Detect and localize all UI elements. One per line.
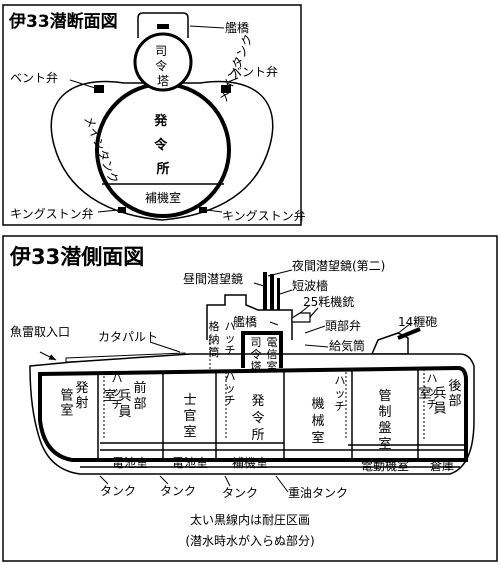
- day-periscope-leader: [253, 282, 265, 287]
- kingston-right-leader: [206, 209, 223, 213]
- aux-room-label: 補機室: [145, 190, 181, 205]
- kingston-right-label: キングストン弁: [222, 208, 306, 223]
- mg-label: 25粍機銃: [303, 294, 354, 309]
- kingston-right: [199, 207, 207, 213]
- day-periscope-label: 昼間潜望鏡: [183, 271, 243, 286]
- night-periscope-label: 夜間潜望鏡(第二): [292, 258, 385, 273]
- vlabel-hatch-2: ハッチ: [225, 320, 236, 357]
- side-view-frame: [2, 235, 498, 562]
- cr-char-3: 所: [156, 161, 169, 177]
- vlabel-hangar: 格納筒: [209, 319, 220, 359]
- vent-valve-right-label: ベント弁: [230, 64, 278, 79]
- motor-room-label: 電動機室: [361, 458, 409, 473]
- vlabel-control-room: 発令所: [251, 394, 264, 443]
- bridge-window: [157, 24, 169, 29]
- catapult-label: カタパルト: [98, 330, 158, 344]
- bridge2-leader: [269, 321, 279, 326]
- mg-barrel: [309, 307, 319, 318]
- deck-gun-barrel: [397, 327, 421, 340]
- aux-room-side-label: 補機室: [232, 455, 268, 470]
- cr-char-1: 発: [153, 113, 168, 129]
- gun-leader: [396, 323, 411, 335]
- bridge-leader: [189, 25, 225, 29]
- ct-char-2: 令: [155, 58, 167, 73]
- night-periscope-leader: [267, 269, 293, 277]
- ct-char-3: 塔: [157, 74, 169, 88]
- conning-tower-pressure: [241, 331, 283, 368]
- vent-right-leader: [227, 77, 239, 83]
- vent-valve-left: [94, 85, 104, 93]
- vlabel-hatch-5: ハッチ: [427, 372, 438, 411]
- vlabel-officers: 士官室: [183, 393, 196, 440]
- fuel-tank-label: 重油タンク: [288, 486, 348, 500]
- vlabel-hatch-4: ハッチ: [335, 374, 346, 413]
- vlabel-engine-room: 機械室: [311, 397, 324, 446]
- sail-shape: [206, 294, 293, 340]
- battery1-label: 電池室: [112, 455, 148, 470]
- bridge-label-side: 艦橋: [233, 315, 257, 329]
- vlabel-aft-crew: 後部兵員室: [418, 379, 461, 417]
- side-view-panel: 伊33潜側面図: [2, 235, 498, 562]
- vlabel-torpedo-room: 発射管室: [60, 381, 88, 419]
- day-periscope-mast: [270, 274, 274, 312]
- vlabel-conning-tower: 司令塔: [251, 336, 262, 373]
- vent-valve-left-label: ベント弁: [10, 70, 58, 85]
- caption-line-1: 太い黒線内は耐圧区画: [190, 512, 310, 527]
- mg-mount: [291, 312, 311, 323]
- mg-leader: [299, 304, 311, 314]
- vent-valve-right: [221, 85, 231, 93]
- conning-tower-circle: [133, 32, 193, 92]
- vlabel-control-panel-room: 管制盤室: [378, 389, 391, 452]
- kingston-left-label: キングストン弁: [10, 206, 94, 221]
- air-intake-leader: [304, 344, 329, 348]
- ct-char-1: 司: [155, 44, 167, 58]
- kingston-left: [118, 207, 126, 213]
- head-valve-label: 頭部弁: [325, 318, 361, 333]
- short-wave-leader: [279, 289, 293, 295]
- tank2-label: タンク: [160, 484, 196, 498]
- vent-left-leader: [69, 79, 96, 89]
- vlabel-radio-room: 電信室: [267, 336, 278, 373]
- storage-label: 倉庫: [430, 458, 454, 473]
- gun-label: 14糎砲: [398, 315, 437, 329]
- torpedo-hatch-label: 魚雷取入口: [10, 325, 70, 339]
- kingston-left-leader: [97, 209, 119, 213]
- vlabel-fwd-crew: 前部兵員室: [103, 380, 146, 420]
- short-wave-mast-label: 短波檣: [292, 279, 328, 293]
- cross-section-panel: 伊33潜断面図 艦橋 司 令 塔 発 令 所: [2, 4, 306, 226]
- cross-section-frame: [2, 4, 302, 226]
- catapult-leader: [149, 341, 181, 353]
- conning-tower-label: 司 令 塔: [155, 44, 171, 88]
- pressure-hull-side: [38, 365, 468, 462]
- hatch-dashes: [103, 335, 425, 440]
- night-periscope-mast: [263, 272, 267, 312]
- compartment-walls: [80, 368, 466, 468]
- vertical-labels: 発射管室前部兵員室ハッチ士官室格納筒ハッチ司令塔電信室ハッチ発令所機械室ハッチ管…: [60, 319, 461, 452]
- vlabel-hatch-1: ハッチ: [112, 372, 123, 411]
- torpedo-hatch-arrow: [39, 351, 57, 361]
- air-intake-label: 給気筒: [329, 338, 365, 353]
- cr-char-2: 令: [154, 137, 168, 153]
- tank-leaders: [99, 475, 289, 493]
- cross-section-title: 伊33潜断面図: [8, 11, 118, 32]
- vlabel-hatch-3: ハッチ: [225, 370, 236, 407]
- battery2-label: 電池室: [172, 455, 208, 470]
- control-room-label: 発 令 所: [153, 113, 172, 177]
- outer-hull-side: [29, 353, 475, 475]
- bridge-label: 艦橋: [225, 21, 249, 35]
- head-valve-leader: [304, 325, 326, 334]
- tank3-label: タンク: [222, 486, 258, 500]
- side-view-title: 伊33潜側面図: [9, 245, 144, 269]
- caption-line-2: (潜水時水が入らぬ部分): [185, 533, 314, 548]
- tank1-label: タンク: [100, 484, 136, 498]
- short-wave-mast: [277, 278, 280, 312]
